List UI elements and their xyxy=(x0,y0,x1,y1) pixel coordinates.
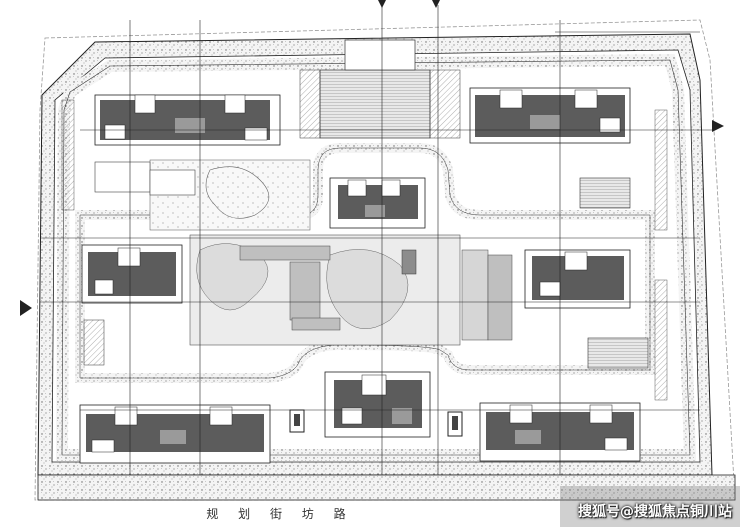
garden-upper-left xyxy=(94,159,311,231)
building-west xyxy=(81,244,183,304)
road-label: 规 划 街 坊 路 xyxy=(206,507,354,521)
entrance-markers xyxy=(20,0,724,316)
north-entrance xyxy=(299,39,461,139)
building-north-east xyxy=(469,87,631,144)
watermark-backdrop xyxy=(560,486,740,527)
watermark-text: 搜狐号@搜狐焦点铜川站 xyxy=(578,504,732,520)
grid-lines xyxy=(40,5,715,500)
building-center xyxy=(329,177,426,229)
building-north-west xyxy=(94,94,281,146)
south-road xyxy=(37,474,736,501)
ancillary-structures xyxy=(61,99,668,437)
building-south-center xyxy=(324,371,431,438)
building-east xyxy=(524,249,631,309)
building-south-west xyxy=(79,404,271,464)
central-plaza xyxy=(189,234,513,346)
